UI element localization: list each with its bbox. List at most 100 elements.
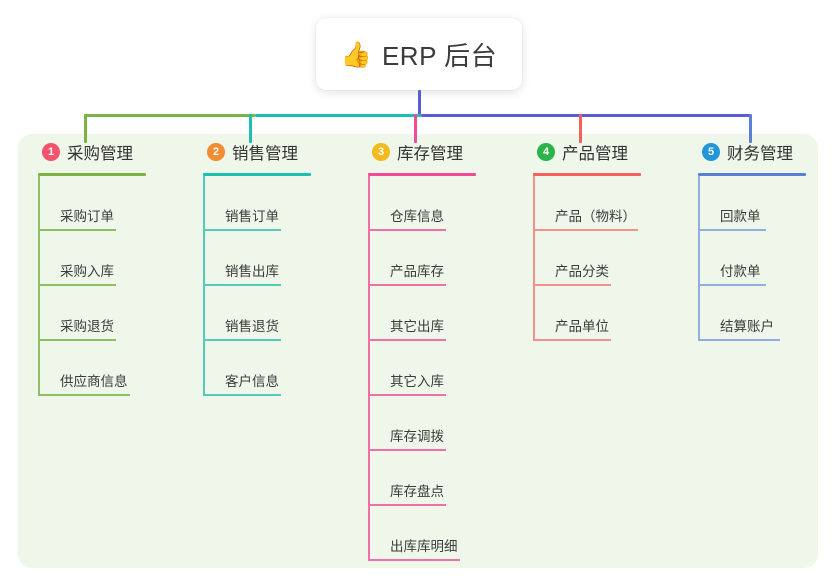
leaf-underline <box>38 339 116 341</box>
leaf-underline <box>203 284 281 286</box>
branch-title: 产品管理 <box>562 145 628 163</box>
leaf-item[interactable]: 出库库明细 <box>368 506 476 561</box>
root-trunk-connector <box>418 90 421 116</box>
root-node-title: ERP 后台 <box>381 40 498 71</box>
root-node[interactable]: 👍 ERP 后台 <box>316 18 522 90</box>
leaf-underline <box>368 229 446 231</box>
branch-drop-4 <box>579 114 582 143</box>
branch-underline <box>38 173 146 176</box>
branch-underline <box>368 173 476 176</box>
leaf-spine <box>203 176 205 396</box>
leaf-label: 销售订单 <box>225 209 279 224</box>
branch-number-badge: 5 <box>702 143 720 161</box>
leaf-label: 库存调拨 <box>390 429 444 444</box>
leaf-underline <box>368 394 446 396</box>
leaf-underline <box>38 394 130 396</box>
leaf-underline <box>698 284 766 286</box>
leaf-underline <box>533 284 611 286</box>
leaf-label: 采购订单 <box>60 209 114 224</box>
leaf-spine <box>533 176 535 341</box>
branch-title: 采购管理 <box>67 145 133 163</box>
leaf-underline <box>203 229 281 231</box>
diagram-panel <box>18 134 818 568</box>
leaf-label: 产品库存 <box>390 264 444 279</box>
leaf-label: 库存盘点 <box>390 484 444 499</box>
leaf-item[interactable]: 采购退货 <box>38 286 146 341</box>
leaf-underline <box>368 504 446 506</box>
leaf-label: 产品（物料） <box>555 209 636 224</box>
branch-title: 库存管理 <box>397 145 463 163</box>
leaf-underline <box>368 559 460 561</box>
branch-drop-2 <box>249 114 252 143</box>
branch-drop-3 <box>414 114 417 143</box>
leaf-item[interactable]: 产品分类 <box>533 231 641 286</box>
leaf-underline <box>698 229 766 231</box>
leaf-item[interactable]: 客户信息 <box>203 341 311 396</box>
branch-header-2[interactable]: 2 销售管理 <box>203 140 311 164</box>
branch-column-4: 4 产品管理产品（物料） 产品分类产品单位 <box>533 140 641 341</box>
leaf-spine <box>698 176 700 341</box>
thumbs-up-icon: 👍 <box>340 39 372 69</box>
branch-number-badge: 1 <box>42 143 60 161</box>
branch-number-badge: 4 <box>537 143 555 161</box>
leaf-item[interactable]: 采购订单 <box>38 176 146 231</box>
leaf-item[interactable]: 库存盘点 <box>368 451 476 506</box>
leaf-item[interactable]: 其它出库 <box>368 286 476 341</box>
branch-drop-1 <box>84 114 87 143</box>
leaf-spine <box>38 176 40 396</box>
leaf-item[interactable]: 付款单 <box>698 231 806 286</box>
leaf-list: 采购订单采购入库采购退货供应商信息 <box>38 176 146 396</box>
leaf-item[interactable]: 结算账户 <box>698 286 806 341</box>
leaf-underline <box>368 449 446 451</box>
branch-column-5: 5 财务管理回款单付款单结算账户 <box>698 140 806 341</box>
bus-segment-1 <box>84 114 255 117</box>
leaf-list: 销售订单销售出库销售退货客户信息 <box>203 176 311 396</box>
branch-underline <box>533 173 641 176</box>
leaf-underline <box>533 229 638 231</box>
leaf-item[interactable]: 仓库信息 <box>368 176 476 231</box>
leaf-spine <box>368 176 370 561</box>
leaf-label: 产品单位 <box>555 319 609 334</box>
branch-header-4[interactable]: 4 产品管理 <box>533 140 641 164</box>
branch-header-5[interactable]: 5 财务管理 <box>698 140 806 164</box>
leaf-label: 销售退货 <box>225 319 279 334</box>
leaf-underline <box>203 339 281 341</box>
leaf-item[interactable]: 销售出库 <box>203 231 311 286</box>
leaf-item[interactable]: 产品单位 <box>533 286 641 341</box>
leaf-label: 销售出库 <box>225 264 279 279</box>
branch-header-3[interactable]: 3 库存管理 <box>368 140 476 164</box>
leaf-item[interactable]: 销售订单 <box>203 176 311 231</box>
leaf-label: 付款单 <box>720 264 761 279</box>
branch-number-badge: 2 <box>207 143 225 161</box>
leaf-item[interactable]: 销售退货 <box>203 286 311 341</box>
leaf-list: 产品（物料） 产品分类产品单位 <box>533 176 641 341</box>
branch-drop-5 <box>749 114 752 143</box>
branch-title: 财务管理 <box>727 145 793 163</box>
leaf-label: 其它入库 <box>390 374 444 389</box>
leaf-item[interactable]: 回款单 <box>698 176 806 231</box>
leaf-label: 采购退货 <box>60 319 114 334</box>
leaf-item[interactable]: 产品库存 <box>368 231 476 286</box>
leaf-item[interactable]: 其它入库 <box>368 341 476 396</box>
bus-segment-2 <box>255 114 421 117</box>
leaf-item[interactable]: 产品（物料） <box>533 176 641 231</box>
leaf-underline <box>203 394 281 396</box>
leaf-underline <box>38 229 116 231</box>
leaf-label: 产品分类 <box>555 264 609 279</box>
branch-header-1[interactable]: 1 采购管理 <box>38 140 146 164</box>
leaf-list: 回款单付款单结算账户 <box>698 176 806 341</box>
leaf-item[interactable]: 供应商信息 <box>38 341 146 396</box>
leaf-item[interactable]: 库存调拨 <box>368 396 476 451</box>
leaf-label: 采购入库 <box>60 264 114 279</box>
leaf-label: 仓库信息 <box>390 209 444 224</box>
branch-title: 销售管理 <box>232 145 298 163</box>
leaf-underline <box>368 284 446 286</box>
leaf-label: 回款单 <box>720 209 761 224</box>
bus-segment-3 <box>421 114 751 117</box>
leaf-label: 供应商信息 <box>60 374 128 389</box>
branch-number-badge: 3 <box>372 143 390 161</box>
leaf-underline <box>698 339 780 341</box>
branch-underline <box>203 173 311 176</box>
leaf-item[interactable]: 采购入库 <box>38 231 146 286</box>
